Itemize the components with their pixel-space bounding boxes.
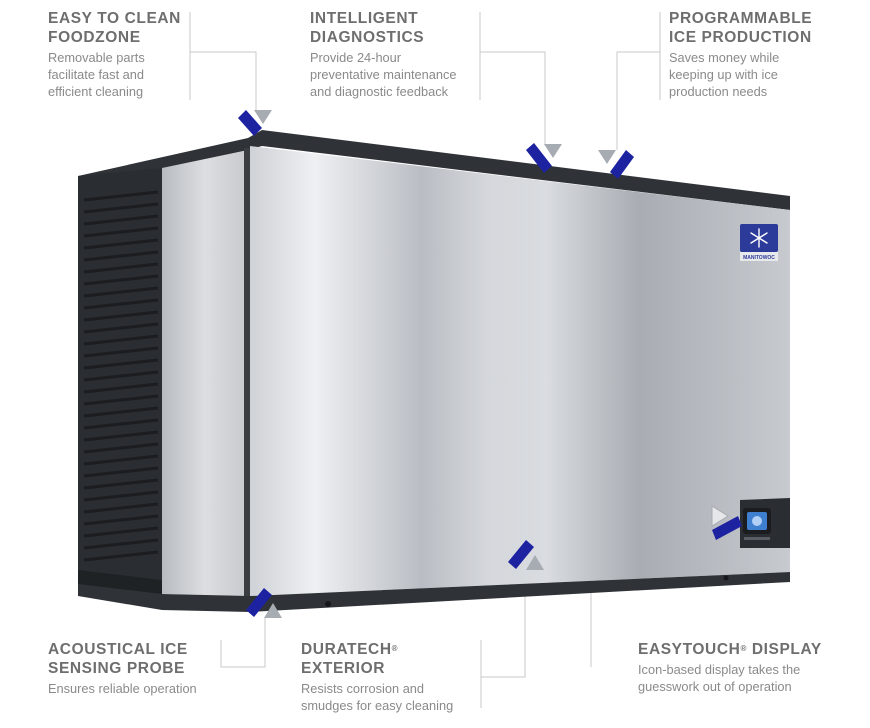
desc-line: Resists corrosion and bbox=[301, 681, 425, 696]
desc-line: Provide 24-hour bbox=[310, 50, 402, 65]
left-vent-side bbox=[78, 168, 162, 600]
title-line-2: DIAGNOSTICS bbox=[310, 29, 425, 46]
callout-title: PROGRAMMABLE ICE PRODUCTION bbox=[669, 9, 839, 47]
callout-acoustical-probe: ACOUSTICAL ICE SENSING PROBE Ensures rel… bbox=[48, 640, 238, 697]
callout-duratech-exterior: DURATECH® EXTERIOR Resists corrosion and… bbox=[301, 640, 491, 714]
desc-line: smudges for easy cleaning bbox=[301, 698, 454, 713]
desc-line: preventative maintenance bbox=[310, 67, 457, 82]
vent-grille-icon bbox=[83, 190, 159, 562]
title-text: EASYTOUCH bbox=[638, 641, 741, 658]
leader-programmable bbox=[616, 12, 661, 150]
callout-title: EASYTOUCH® DISPLAY bbox=[638, 640, 838, 659]
title-line-1: EASY TO CLEAN bbox=[48, 10, 181, 27]
desc-line: Saves money while bbox=[669, 50, 780, 65]
callout-easy-to-clean: EASY TO CLEAN FOODZONE Removable parts f… bbox=[48, 9, 193, 100]
leader-duratech bbox=[480, 570, 526, 708]
desc-line: Icon-based display takes the bbox=[638, 662, 801, 677]
marker-easytouch[interactable] bbox=[711, 505, 742, 540]
callout-programmable-ice: PROGRAMMABLE ICE PRODUCTION Saves money … bbox=[669, 9, 839, 100]
callout-title: EASY TO CLEAN FOODZONE bbox=[48, 9, 193, 47]
title-text: DURATECH bbox=[301, 641, 392, 658]
callout-description: Provide 24-hour preventative maintenance… bbox=[310, 49, 480, 100]
title-line-1: INTELLIGENT bbox=[310, 10, 419, 27]
callout-description: Icon-based display takes the guesswork o… bbox=[638, 661, 838, 695]
desc-line: Ensures reliable operation bbox=[48, 681, 197, 696]
title-line-1: DURATECH® bbox=[301, 640, 491, 659]
callout-easytouch-display: EASYTOUCH® DISPLAY Icon-based display ta… bbox=[638, 640, 838, 695]
title-line-1: PROGRAMMABLE bbox=[669, 10, 813, 27]
desc-line: Removable parts bbox=[48, 50, 145, 65]
brand-logo-text: MANITOWOC bbox=[743, 255, 775, 261]
title-line-2: SENSING PROBE bbox=[48, 660, 185, 677]
callout-description: Removable parts facilitate fast and effi… bbox=[48, 49, 193, 100]
callout-title: ACOUSTICAL ICE SENSING PROBE bbox=[48, 640, 238, 678]
leader-acoustical bbox=[220, 618, 266, 668]
callout-description: Saves money while keeping up with ice pr… bbox=[669, 49, 839, 100]
marker-easy-clean[interactable] bbox=[238, 110, 272, 136]
callout-title: INTELLIGENT DIAGNOSTICS bbox=[310, 9, 480, 47]
callout-description: Resists corrosion and smudges for easy c… bbox=[301, 680, 491, 714]
callout-title: DURATECH® EXTERIOR bbox=[301, 640, 491, 678]
title-text-suffix: DISPLAY bbox=[746, 641, 822, 658]
desc-line: keeping up with ice bbox=[669, 67, 778, 82]
registered-mark: ® bbox=[391, 644, 399, 653]
snowflake-logo-icon bbox=[750, 228, 768, 248]
desc-line: and diagnostic feedback bbox=[310, 84, 449, 99]
door-seam bbox=[244, 148, 250, 598]
desc-line: guesswork out of operation bbox=[638, 679, 792, 694]
title-line-2: ICE PRODUCTION bbox=[669, 29, 812, 46]
marker-acoustical[interactable] bbox=[246, 588, 282, 618]
marker-programmable[interactable] bbox=[598, 150, 634, 179]
desc-line: production needs bbox=[669, 84, 768, 99]
desc-line: facilitate fast and bbox=[48, 67, 145, 82]
title-line-1: EASYTOUCH® DISPLAY bbox=[638, 640, 838, 659]
side-steel-panel bbox=[162, 150, 248, 596]
touch-display-icon[interactable] bbox=[740, 498, 790, 548]
title-line-2: FOODZONE bbox=[48, 29, 141, 46]
registered-mark: ® bbox=[740, 644, 747, 653]
leader-intelligent bbox=[479, 12, 546, 145]
marker-duratech[interactable] bbox=[508, 540, 544, 570]
marker-intelligent[interactable] bbox=[526, 143, 562, 173]
desc-line: efficient cleaning bbox=[48, 84, 144, 99]
callout-description: Ensures reliable operation bbox=[48, 680, 238, 697]
callout-intelligent-diagnostics: INTELLIGENT DIAGNOSTICS Provide 24-hour … bbox=[310, 9, 480, 100]
leader-easy-clean bbox=[189, 12, 257, 112]
brand-logo: MANITOWOC bbox=[740, 224, 778, 261]
title-line-2: EXTERIOR bbox=[301, 660, 386, 677]
title-line-1: ACOUSTICAL ICE bbox=[48, 641, 188, 658]
